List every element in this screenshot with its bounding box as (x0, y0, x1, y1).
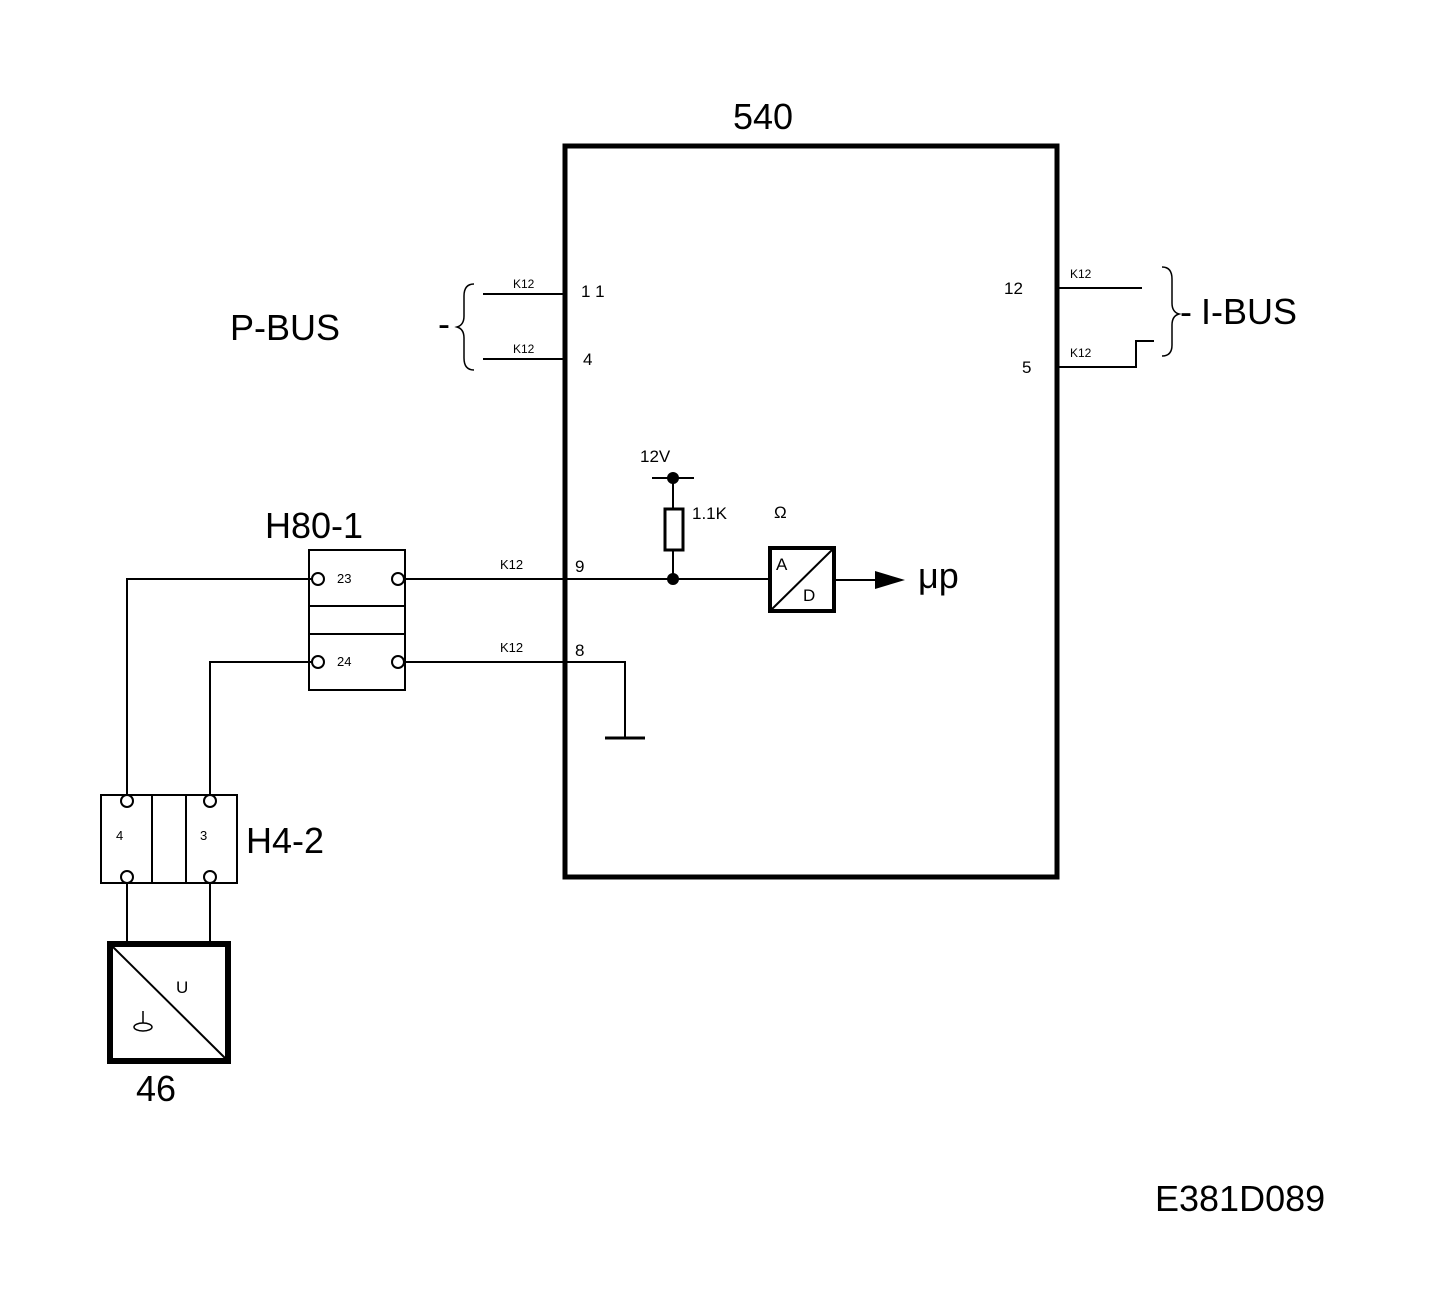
h4-terminal-4-top (120, 794, 134, 808)
h80-terminal-23-left (311, 572, 325, 586)
connector-h4-body (100, 794, 238, 884)
adc-in-label: A (776, 555, 788, 574)
signal-wire-label: K12 (500, 557, 523, 572)
pbus-wire-a-label: K12 (513, 277, 535, 291)
sensor-label: 46 (136, 1068, 176, 1109)
adc-out-label: D (803, 586, 815, 605)
h80-terminal-24-left (311, 655, 325, 669)
harness-wire-24 (209, 661, 312, 795)
sensor-ground-icon (133, 1011, 153, 1032)
ibus-pin-a: 12 (1004, 279, 1023, 298)
sensor-diagonal (112, 946, 226, 1059)
ground-wire (405, 661, 626, 738)
connector-h80-label: H80-1 (265, 505, 363, 546)
ibus-brace (1161, 266, 1182, 357)
ibus-wire-b (1057, 340, 1154, 368)
pbus-brace (454, 283, 475, 371)
module-box (562, 143, 1060, 880)
connector-h4-label: H4-2 (246, 820, 324, 861)
resistor-value: 1.1K (692, 504, 728, 523)
pbus-dash: - (438, 303, 450, 344)
signal-pin: 9 (575, 557, 584, 576)
ibus-wire-a-label: K12 (1070, 267, 1092, 281)
ibus-label: I-BUS (1201, 291, 1297, 332)
connector-h4-pin-right: 3 (200, 828, 207, 843)
pbus-wire-b-label: K12 (513, 342, 535, 356)
ibus-dash: - (1180, 291, 1192, 332)
connector-h80-pin-top: 23 (337, 571, 351, 586)
arrow-icon (875, 571, 905, 589)
figure-id: E381D089 (1155, 1178, 1325, 1219)
module-label: 540 (733, 96, 793, 137)
connector-h80-pin-bottom: 24 (337, 654, 351, 669)
sensor-symbol: U (176, 978, 188, 997)
ibus-pin-b: 5 (1022, 358, 1031, 377)
ohm-symbol: Ω (774, 503, 787, 522)
connector-h4-pin-left: 4 (116, 828, 123, 843)
supply-voltage-label: 12V (640, 447, 671, 466)
adc-diagonal (769, 547, 835, 612)
pbus-pin-b: 4 (583, 350, 592, 369)
h4-terminal-3-top (203, 794, 217, 808)
signal-node (667, 573, 679, 585)
h4-terminal-3-bottom (203, 870, 217, 884)
h4-terminal-4-bottom (120, 870, 134, 884)
ibus-wire-b-label: K12 (1070, 346, 1092, 360)
harness-wire-23 (126, 578, 312, 795)
pbus-label: P-BUS (230, 307, 340, 348)
h80-terminal-24-right (391, 655, 405, 669)
ground-pin: 8 (575, 641, 584, 660)
ground-wire-label: K12 (500, 640, 523, 655)
h80-terminal-23-right (391, 572, 405, 586)
resistor (663, 507, 685, 552)
pbus-pin-a: 1 1 (581, 282, 605, 301)
microprocessor-label: μp (918, 555, 959, 596)
